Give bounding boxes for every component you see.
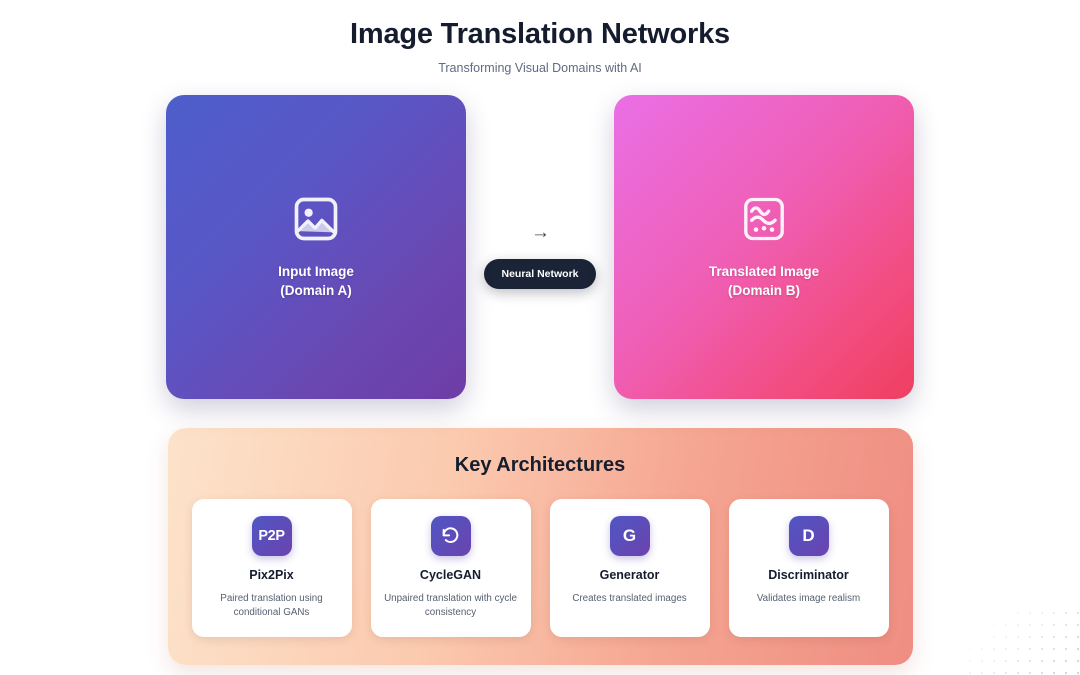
cyclegan-name: CycleGAN xyxy=(419,567,482,582)
page-title: Image Translation Networks xyxy=(350,18,730,50)
input-image-card[interactable]: Input Image (Domain A) xyxy=(166,94,466,399)
decorative-dot-grid xyxy=(960,603,1080,675)
generator-name: Generator xyxy=(599,567,660,582)
pix2pix-name: Pix2Pix xyxy=(249,567,294,582)
discriminator-description: Validates image realism xyxy=(756,592,861,604)
architecture-card-generator[interactable]: G Generator Creates translated images xyxy=(549,498,710,637)
translated-card-line2: (Domain B) xyxy=(727,282,800,298)
generator-description: Creates translated images xyxy=(572,592,687,604)
discriminator-badge-icon: D xyxy=(788,515,829,556)
architecture-card-cyclegan[interactable]: CycleGAN Unpaired translation with cycle… xyxy=(370,498,531,637)
cyclegan-description: Unpaired translation with cycle consiste… xyxy=(384,592,517,619)
image-icon xyxy=(290,193,342,245)
translated-card-line1: Translated Image xyxy=(708,264,820,280)
arrow-right-icon: → xyxy=(531,221,550,243)
rotate-ccw-icon xyxy=(430,515,471,556)
key-architectures-title: Key Architectures xyxy=(454,453,626,476)
architecture-card-discriminator[interactable]: D Discriminator Validates image realism xyxy=(728,498,889,637)
translated-image-icon xyxy=(738,193,790,245)
discriminator-name: Discriminator xyxy=(768,567,849,582)
neural-network-badge[interactable]: Neural Network xyxy=(484,258,596,289)
translation-row: Input Image (Domain A) → Neural Network xyxy=(0,94,1080,400)
translated-card-label: Translated Image (Domain B) xyxy=(709,263,819,300)
translation-connector: → Neural Network xyxy=(466,95,614,399)
input-card-line2: (Domain A) xyxy=(280,282,352,298)
page-header: Image Translation Networks Transforming … xyxy=(0,0,1080,75)
input-card-line1: Input Image xyxy=(278,264,354,280)
pix2pix-description: Paired translation using conditional GAN… xyxy=(220,592,323,619)
pix2pix-badge-icon: P2P xyxy=(251,515,292,556)
architecture-card-pix2pix[interactable]: P2P Pix2Pix Paired translation using con… xyxy=(191,498,352,637)
input-card-label: Input Image (Domain A) xyxy=(278,263,354,300)
generator-badge-icon: G xyxy=(609,515,650,556)
key-architectures-panel: Key Architectures P2P Pix2Pix Paired tra… xyxy=(167,427,913,665)
translated-image-card[interactable]: Translated Image (Domain B) xyxy=(614,94,914,399)
page-subtitle: Transforming Visual Domains with AI xyxy=(438,60,642,75)
architecture-card-grid: P2P Pix2Pix Paired translation using con… xyxy=(191,498,889,637)
